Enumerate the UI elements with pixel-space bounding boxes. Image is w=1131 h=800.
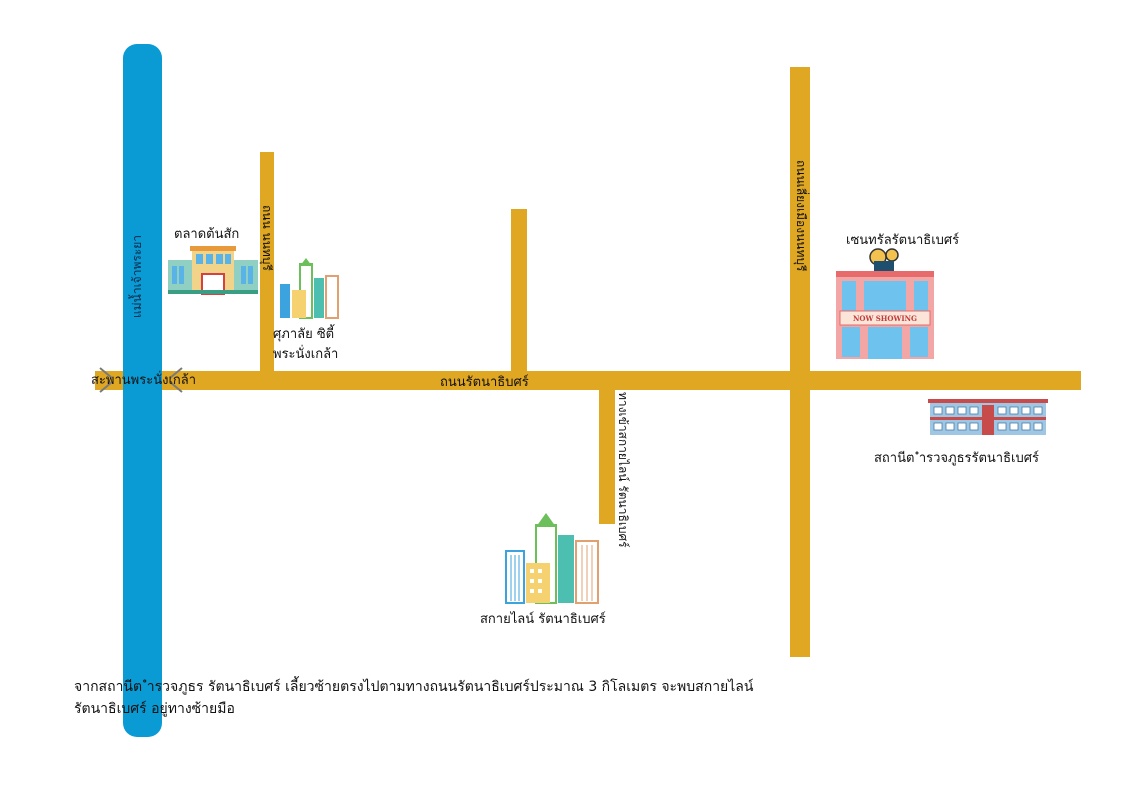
river-chao-phraya <box>123 44 162 737</box>
direction-text-line1: จากสถานีต ำรวจภูธร รัตนาธิเบศร์ เลี้ยวซ้… <box>74 679 754 695</box>
police-station-icon <box>928 399 1048 435</box>
skyline-label: สกายไลน์ รัตนาธิเบศร์ <box>480 612 606 627</box>
supalai-label-line2: พระนั่งเกล้า <box>273 347 339 362</box>
city-buildings-icon <box>280 258 339 319</box>
bypass-road-label: ถนนเลี่ยงเมืองนนทบุรี <box>794 160 808 272</box>
skyline-towers-icon <box>505 513 599 604</box>
road-skyline-entrance <box>599 388 615 524</box>
main-road-label: ถนนรัตนาธิบศร์ <box>440 375 529 390</box>
market-building-icon <box>168 246 258 295</box>
market-label: ตลาดต้นสัก <box>174 227 240 242</box>
supalai-label-line1: ศุภาลัย ซิตี้ <box>273 327 335 342</box>
direction-text-line2: รัตนาธิเบศร์ อยู่ทางซ้ายมือ <box>74 701 235 717</box>
cinema-sign: NOW SHOWING <box>852 314 918 323</box>
nonthaburi-road-label: ถนน นนทบุรี <box>260 205 274 271</box>
road-ratanathibet-main <box>95 371 1081 390</box>
bridge-label: สะพานพระนั่งเกล้า <box>91 373 197 388</box>
police-station-label: สถานีต ำรวจภูธรรัตนาธิเบศร์ <box>874 451 1039 466</box>
central-label: เซนทรัลรัตนาธิเบศร์ <box>846 233 960 248</box>
skyline-entrance-label: ทางเข้าสกายไลน์ รัตนาธิเบศร์ <box>616 392 630 548</box>
river-label: แม่น้ำเจ้าพระยา <box>130 234 144 318</box>
cinema-mall-icon <box>836 248 934 359</box>
road-bypass-vertical <box>790 67 810 657</box>
bridge-marker-icon <box>99 367 183 393</box>
road-nonthaburi-vertical <box>260 152 274 374</box>
road-short-vertical <box>511 209 527 374</box>
